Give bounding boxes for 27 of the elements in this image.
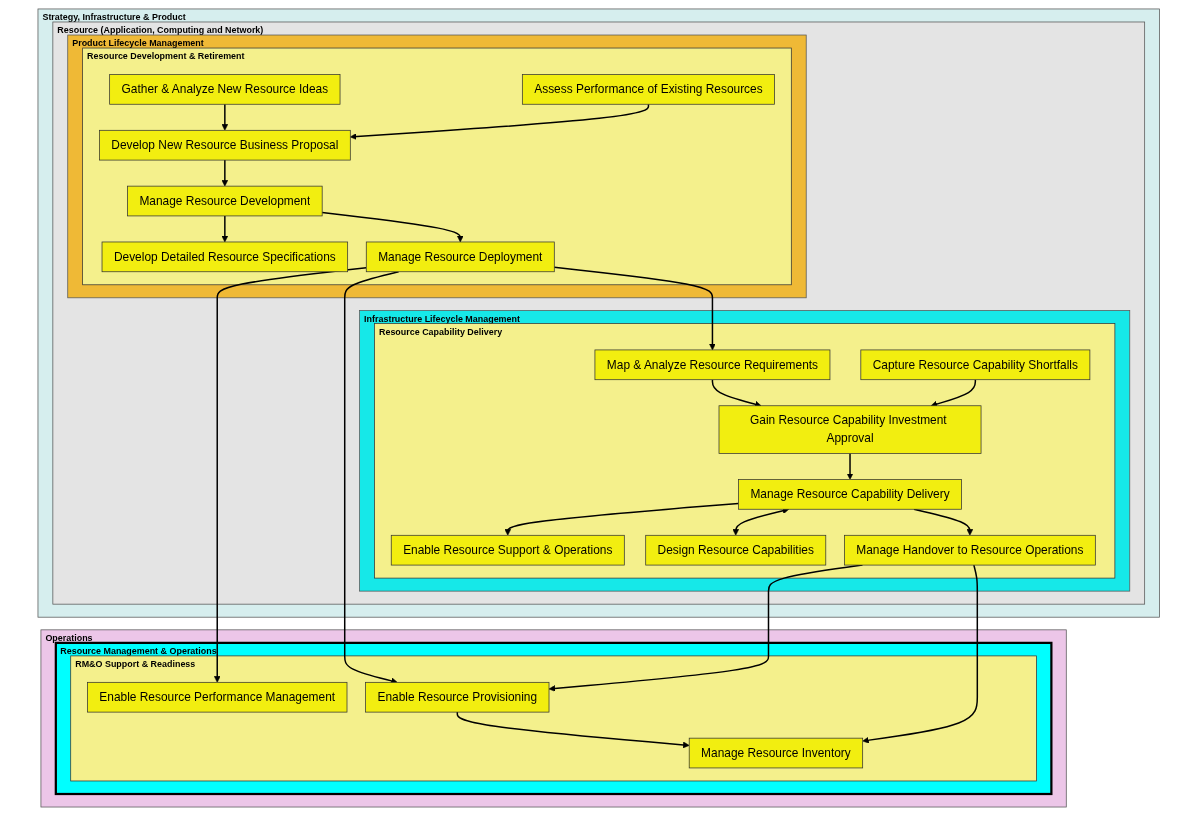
node-box: Manage Resource Inventory bbox=[688, 737, 863, 769]
arrow bbox=[221, 159, 228, 187]
node-box: Assess Performance of Existing Resources bbox=[521, 74, 775, 105]
arrow bbox=[221, 215, 228, 243]
node-box: Manage Resource Capability Delivery bbox=[737, 479, 962, 510]
node-box: Gain Resource Capability Investment Approval bbox=[718, 405, 982, 454]
arrow bbox=[553, 266, 716, 351]
node-box: Manage Resource Development bbox=[126, 185, 323, 217]
arrow bbox=[862, 564, 978, 744]
node-box: Design Resource Capabilities bbox=[645, 534, 826, 566]
arrow bbox=[456, 711, 690, 749]
node-box: Enable Resource Support & Operations bbox=[390, 534, 625, 566]
node-box: Manage Resource Deployment bbox=[365, 241, 555, 273]
arrow bbox=[846, 452, 854, 480]
node-box: Map & Analyze Resource Requirements bbox=[594, 349, 831, 381]
node-box: Gather & Analyze New Resource Ideas bbox=[109, 74, 341, 105]
arrow bbox=[321, 211, 464, 243]
arrow bbox=[349, 103, 649, 140]
node-box: Manage Handover to Resource Operations bbox=[843, 534, 1096, 566]
arrow bbox=[221, 103, 228, 131]
node-box: Capture Resource Capability Shortfalls bbox=[860, 349, 1090, 381]
node-box: Develop Detailed Resource Specifications bbox=[101, 241, 348, 273]
node-box: Enable Resource Provisioning bbox=[365, 681, 550, 713]
node-box: Enable Resource Performance Management bbox=[86, 681, 348, 713]
node-box: Develop New Resource Business Proposal bbox=[98, 129, 351, 161]
arrow bbox=[504, 502, 739, 536]
arrow bbox=[213, 266, 367, 683]
